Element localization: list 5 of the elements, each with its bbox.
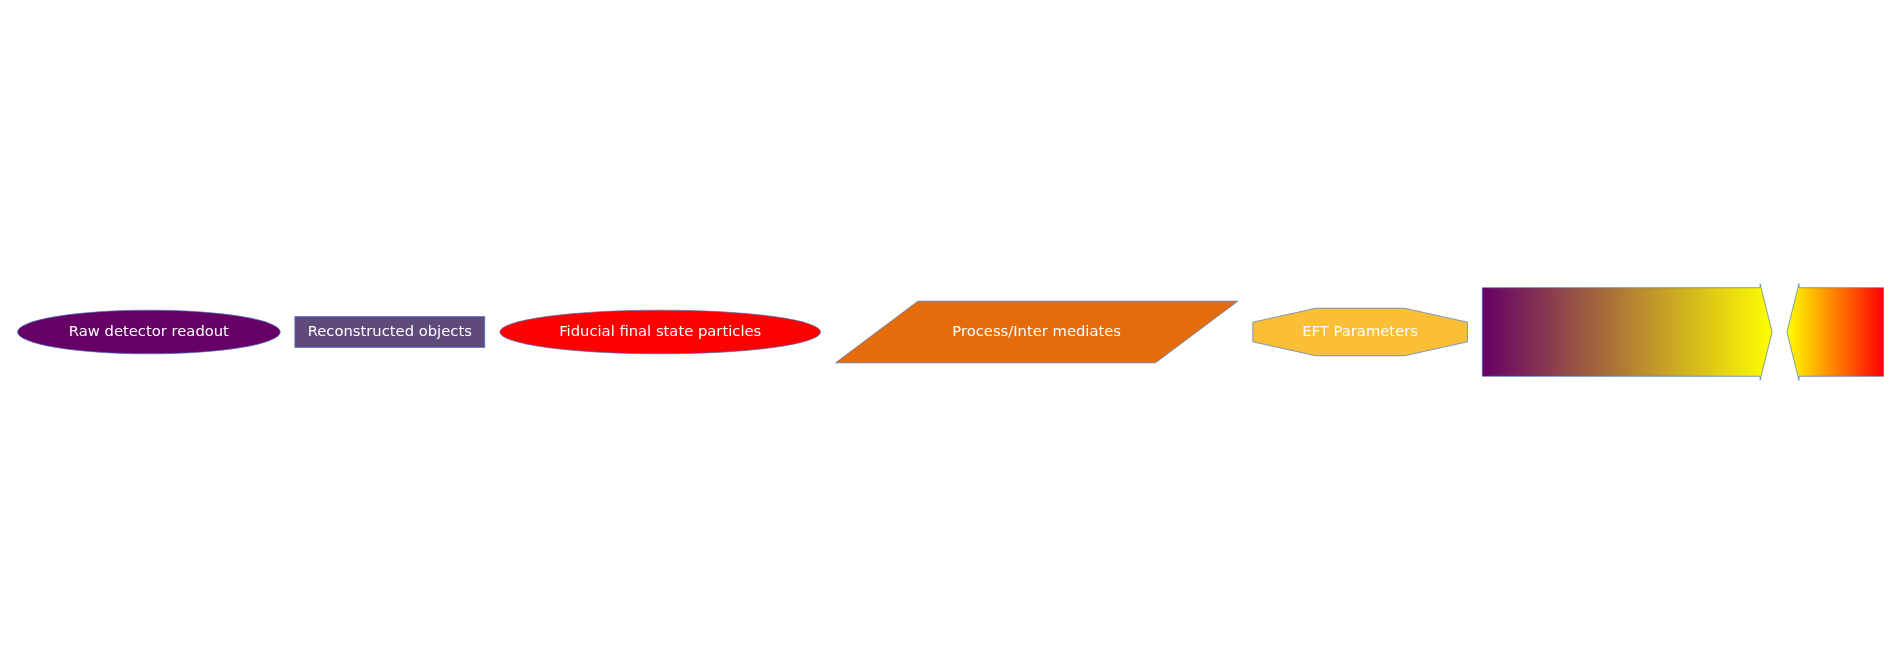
node-arrow [1481, 282, 1773, 381]
node-ellipse: Fiducial final state particles [499, 309, 821, 354]
node-arrow [1786, 282, 1884, 381]
node-box: Reconstructed objects [294, 315, 486, 348]
node-ellipse: Raw detector readout [17, 309, 281, 354]
